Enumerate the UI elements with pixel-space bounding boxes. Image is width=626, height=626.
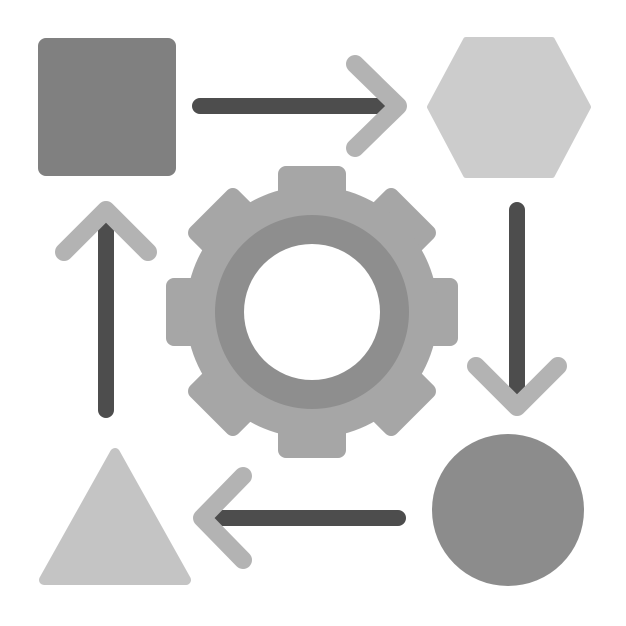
hexagon-icon — [427, 37, 591, 178]
arrow-up-head — [55, 201, 157, 261]
square-icon — [38, 38, 176, 176]
arrow-up-icon — [55, 201, 157, 418]
arrow-left-icon — [193, 467, 406, 569]
gear-center-hole — [244, 244, 380, 380]
arrow-left-head — [193, 467, 252, 569]
circle-icon — [432, 434, 584, 586]
gear-icon — [166, 166, 458, 458]
arrow-right-icon — [192, 55, 407, 157]
arrow-right-head — [346, 55, 407, 157]
arrow-down-head — [467, 357, 567, 416]
triangle-icon — [39, 448, 191, 585]
arrow-down-icon — [467, 202, 567, 416]
